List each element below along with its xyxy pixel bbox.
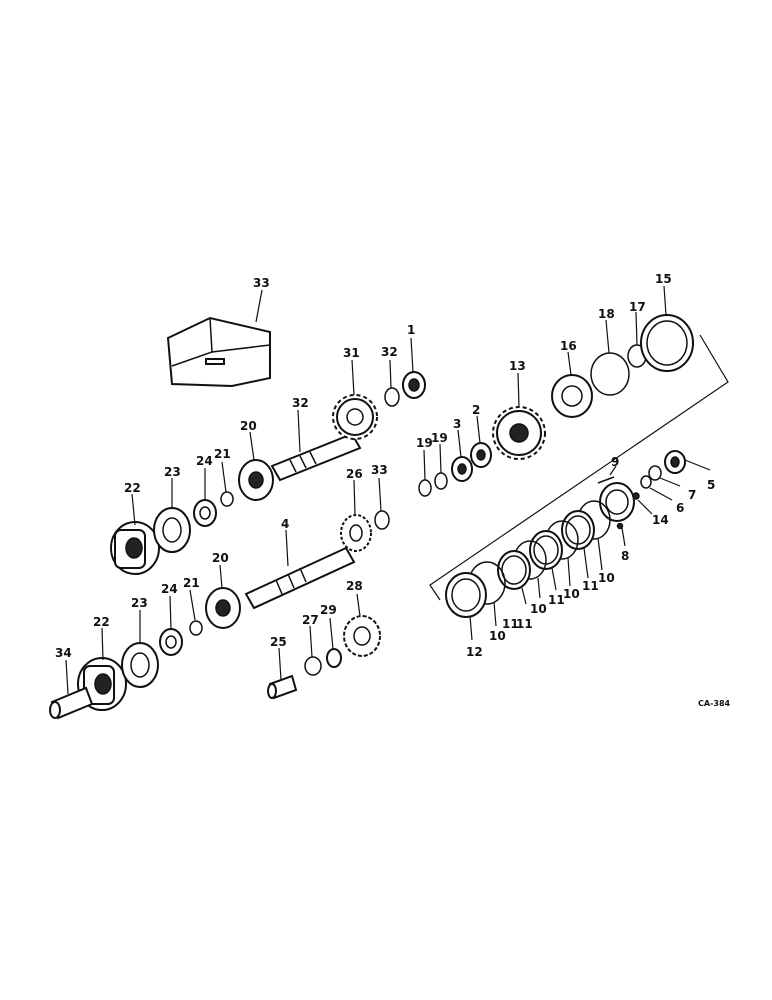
callout-11-c: 11: [516, 617, 533, 631]
pin: [49, 659, 94, 720]
callout-7: 7: [688, 488, 696, 502]
callout-30: 31: [343, 346, 360, 360]
callout-19a: 19: [416, 436, 433, 450]
callout-10-d: 10: [489, 629, 506, 643]
callout-21-lower: 21: [183, 576, 200, 590]
callout-2: 2: [472, 403, 480, 417]
callout-1: 1: [407, 323, 415, 337]
bearing-1: [402, 337, 426, 399]
callout-10-c: 10: [530, 602, 547, 616]
callout-20-upper: 20: [240, 419, 257, 433]
callout-23-lower: 23: [131, 596, 148, 610]
seal-upper: [193, 468, 217, 527]
upper-shaft: [270, 409, 362, 482]
gasket-upper: [153, 478, 191, 553]
snap-ring-upper: [220, 461, 234, 507]
clutch-disc-11a: [561, 510, 595, 579]
gasket-lower: [121, 610, 159, 688]
callout-22-lower: 22: [93, 615, 110, 629]
lower-shaft: [244, 529, 356, 610]
seal-lower: [159, 595, 183, 656]
washer-19b: [434, 443, 448, 490]
ring-18: [590, 319, 630, 396]
washer-29: [326, 617, 342, 668]
cover-plate-upper: [110, 493, 160, 575]
ring-27: [304, 625, 322, 676]
callout-8: 8: [621, 549, 629, 563]
thrust-washer: [551, 351, 593, 418]
callout-19b: 19: [431, 431, 448, 445]
callout-3: 3: [453, 417, 461, 431]
callout-11-a: 11: [582, 579, 599, 593]
ring-lower: [374, 477, 390, 530]
ball-14: [632, 492, 653, 515]
callout-24-lower: 24: [161, 582, 178, 596]
housing-cover: [166, 289, 271, 388]
callout-labels: 33 31 32 1 32 20 21 24 23 22 4 26 33 20 …: [55, 272, 731, 708]
callout-18: 18: [598, 307, 615, 321]
clutch-disc-11c: [497, 550, 531, 605]
callout-12: 12: [466, 645, 483, 659]
callout-31: 32: [292, 396, 309, 410]
cover-plate-15: [640, 285, 694, 372]
callout-5: 5: [707, 478, 715, 492]
callout-24-upper: 24: [196, 454, 213, 468]
gear-upper: [332, 359, 378, 440]
callout-10-b: 10: [563, 587, 580, 601]
bearing-lower: [205, 564, 241, 629]
clutch-disc-11b: [529, 530, 563, 591]
ring-upper: [384, 359, 400, 407]
drawing-code: CA-384: [698, 699, 731, 708]
bearing-2: [470, 415, 492, 468]
washer-6: [640, 475, 673, 501]
callout-21-upper: 21: [214, 447, 231, 461]
callout-13: 13: [509, 359, 526, 373]
callout-10-a: 10: [598, 571, 615, 585]
callout-23-upper: 23: [164, 465, 181, 479]
bearing-5: [664, 450, 711, 474]
washer-19a: [418, 449, 432, 497]
callout-32-upper: 32: [381, 345, 398, 359]
callout-33: 33: [253, 276, 270, 290]
callout-26: 25: [270, 635, 287, 649]
washer-7: [648, 465, 681, 487]
plug: [267, 647, 298, 700]
callout-14: 14: [652, 513, 669, 527]
callout-32-lower: 33: [371, 463, 388, 477]
callout-28: 28: [346, 579, 363, 593]
callout-17: 17: [629, 300, 646, 314]
callout-25: 26: [346, 467, 363, 481]
callout-20-lower: 20: [212, 551, 229, 565]
gear-hub: [343, 593, 381, 657]
callout-34: 34: [55, 646, 72, 660]
callout-6: 6: [676, 501, 684, 515]
callout-9: 9: [611, 455, 619, 469]
gear-large: [492, 372, 546, 460]
callout-22-upper: 22: [124, 481, 141, 495]
pin-9: [597, 465, 617, 484]
callout-4: 4: [281, 517, 289, 531]
callout-11-d: 11: [502, 617, 519, 631]
snap-ring-lower: [189, 589, 203, 636]
pressure-plate: [599, 482, 635, 547]
callout-16: 16: [560, 339, 577, 353]
gear-lower: [340, 479, 372, 552]
backing-plate: [445, 572, 487, 641]
bearing-3: [451, 429, 473, 482]
callout-11-b: 11: [548, 593, 565, 607]
bearing-upper: [238, 431, 274, 501]
callout-27: 27: [302, 613, 319, 627]
callout-29: 29: [320, 603, 337, 617]
callout-15: 15: [655, 272, 672, 286]
